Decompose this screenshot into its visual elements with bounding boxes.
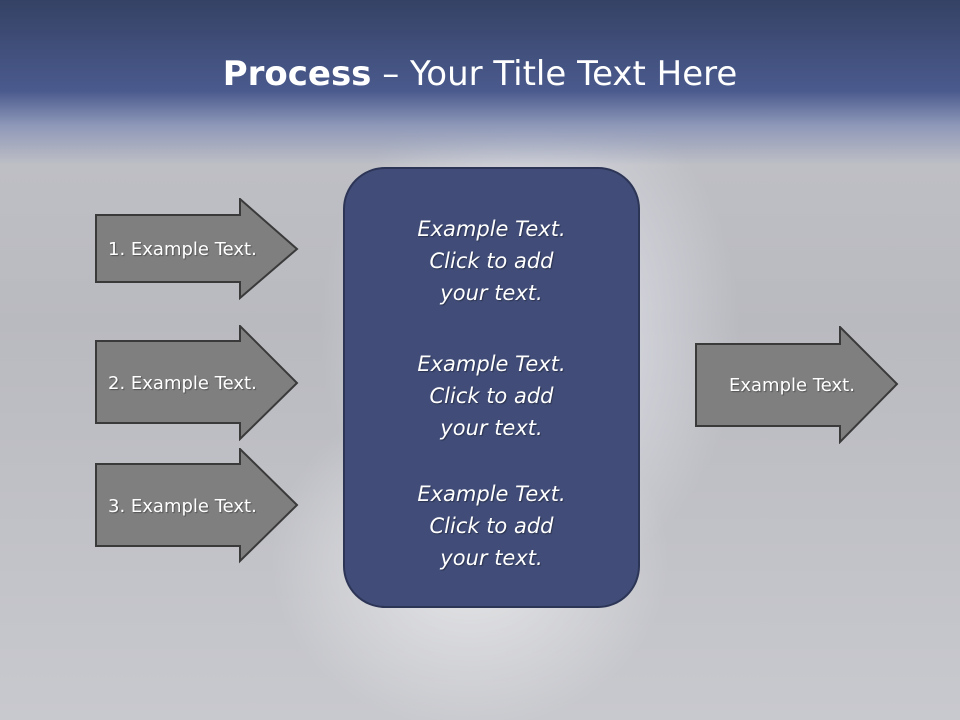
title-bold: Process <box>222 54 372 94</box>
title-band <box>0 0 960 165</box>
output-arrow[interactable]: Example Text. <box>695 326 900 444</box>
arrow-label: 2. Example Text. <box>108 372 257 394</box>
center-text-block-1[interactable]: Example Text. Click to add your text. <box>345 213 638 309</box>
arrow-shape <box>695 326 899 444</box>
block-line: your text. <box>440 546 543 570</box>
block-line: Example Text. <box>417 352 566 376</box>
block-line: Click to add <box>429 249 554 273</box>
title-rest: – Your Title Text Here <box>371 54 738 94</box>
process-arrow-2[interactable]: 2. Example Text. <box>95 325 300 441</box>
arrow-shape <box>95 448 299 564</box>
process-arrow-1[interactable]: 1. Example Text. <box>95 198 300 300</box>
block-line: your text. <box>440 281 543 305</box>
arrow-label: 1. Example Text. <box>108 238 257 260</box>
center-text-block-3[interactable]: Example Text. Click to add your text. <box>345 478 638 574</box>
center-text-box[interactable]: Example Text. Click to add your text. Ex… <box>343 167 640 608</box>
block-line: Example Text. <box>417 482 566 506</box>
block-line: Click to add <box>429 384 554 408</box>
arrow-shape <box>95 325 299 441</box>
center-text-block-2[interactable]: Example Text. Click to add your text. <box>345 348 638 444</box>
arrow-label: Example Text. <box>729 374 855 396</box>
block-line: Click to add <box>429 514 554 538</box>
block-line: your text. <box>440 416 543 440</box>
block-line: Example Text. <box>417 217 566 241</box>
slide-title[interactable]: Process – Your Title Text Here <box>0 52 960 96</box>
process-arrow-3[interactable]: 3. Example Text. <box>95 448 300 564</box>
arrow-label: 3. Example Text. <box>108 495 257 517</box>
arrow-shape <box>95 198 299 300</box>
